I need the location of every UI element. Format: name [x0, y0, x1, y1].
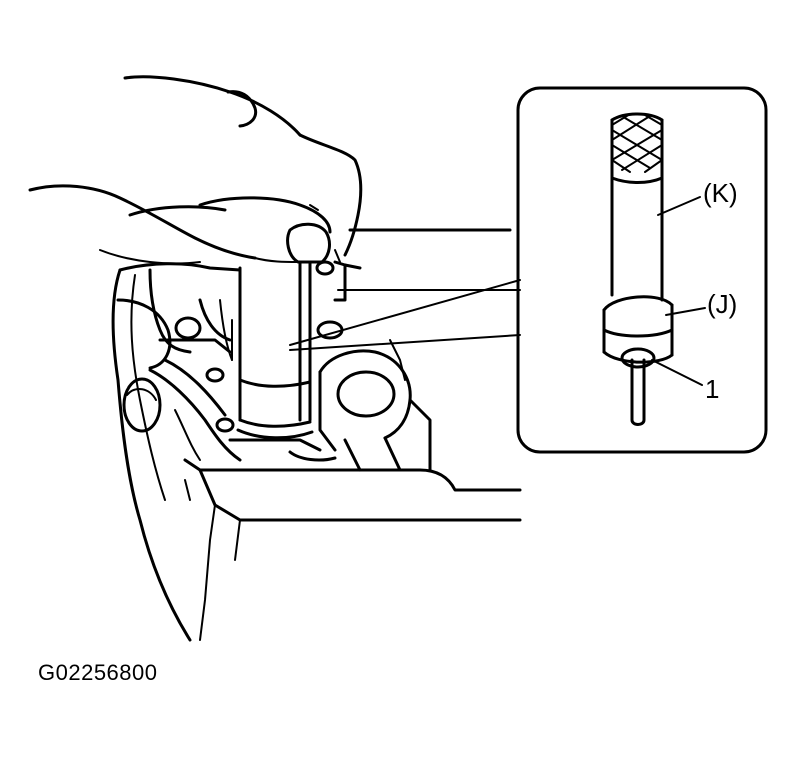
figure-code: G02256800	[38, 660, 158, 685]
leader-j	[665, 307, 706, 316]
callout-1: 1	[705, 374, 719, 404]
inset-leader	[289, 279, 521, 351]
inset-detail: (K) (J) 1	[516, 86, 768, 454]
callout-j: (J)	[707, 289, 737, 319]
pin-1	[620, 347, 656, 426]
engine-housing	[111, 228, 522, 642]
tool-j	[602, 295, 674, 364]
callout-k: (K)	[703, 178, 738, 208]
tool-body	[219, 260, 314, 440]
hand-illustration	[28, 75, 363, 265]
leader-1	[651, 359, 703, 386]
leader-k	[657, 196, 701, 216]
tool-k	[610, 112, 664, 302]
